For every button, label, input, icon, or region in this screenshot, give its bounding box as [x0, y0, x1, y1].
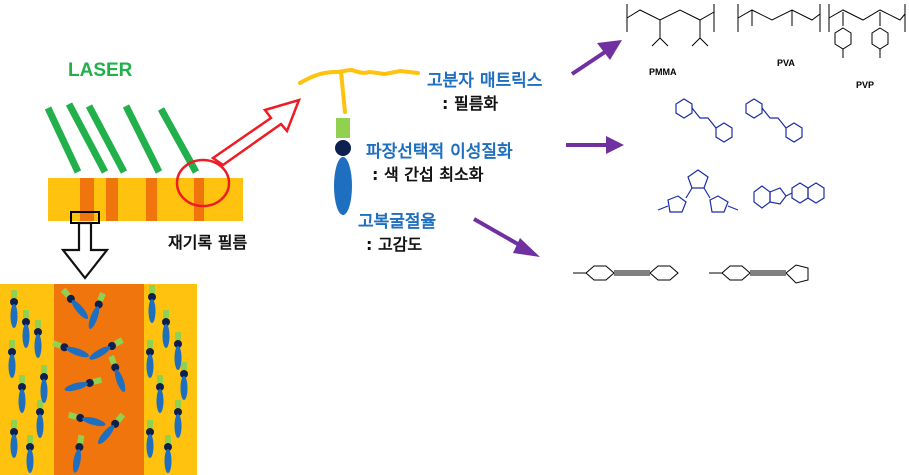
film-molecule — [174, 400, 182, 438]
azo-molecule-model — [298, 67, 420, 215]
azo-structures — [657, 98, 825, 213]
property-title-polymer-matrix: 고분자 매트릭스 — [427, 71, 543, 91]
film-molecule — [64, 376, 103, 392]
film-molecule — [146, 420, 154, 458]
film-molecule — [67, 411, 106, 427]
laser-beams — [44, 102, 200, 174]
film-molecule — [156, 375, 164, 413]
film-molecule — [108, 355, 126, 392]
film-molecule — [174, 332, 182, 370]
film-molecule — [36, 400, 44, 438]
property-title-isomerization: 파장선택적 이성질화 — [366, 142, 513, 162]
film-molecule — [22, 310, 30, 348]
film-molecule — [60, 287, 89, 320]
film-molecule — [10, 290, 18, 328]
film-molecule — [34, 320, 42, 358]
property-note-film-forming: : 필름화 — [442, 94, 499, 113]
film-molecule — [164, 435, 172, 473]
down-arrow — [60, 221, 110, 280]
tolane-structures — [573, 264, 809, 284]
property-note-color-interference: : 색 간섭 최소화 — [372, 165, 484, 184]
film-molecule — [8, 340, 16, 378]
property-title-birefringence: 고복굴절율 — [358, 212, 437, 232]
film-molecule — [72, 434, 85, 473]
film-molecule — [40, 365, 48, 403]
film-molecule — [162, 310, 170, 348]
film-molecule — [26, 435, 34, 473]
film-molecule — [10, 420, 18, 458]
film-molecule — [180, 362, 188, 400]
polymer-label-pmma: PMMA — [649, 67, 677, 77]
film-molecule — [52, 340, 89, 358]
film-molecule — [89, 337, 124, 360]
film-molecule — [146, 340, 154, 378]
polymer-structures — [626, 4, 906, 58]
polymer-label-pva: PVA — [777, 58, 795, 68]
film-molecule — [18, 375, 26, 413]
purple-arrows — [473, 40, 624, 257]
film-label: 재기록 필름 — [168, 233, 248, 252]
film-molecule — [97, 412, 126, 445]
film-molecule — [148, 285, 156, 323]
zoom-highlight — [175, 98, 302, 208]
property-note-sensitivity: : 고감도 — [366, 235, 423, 254]
polymer-label-pvp: PVP — [856, 80, 875, 90]
rewritable-film — [48, 178, 243, 224]
laser-label: LASER — [68, 60, 133, 81]
film-molecule — [88, 292, 106, 329]
